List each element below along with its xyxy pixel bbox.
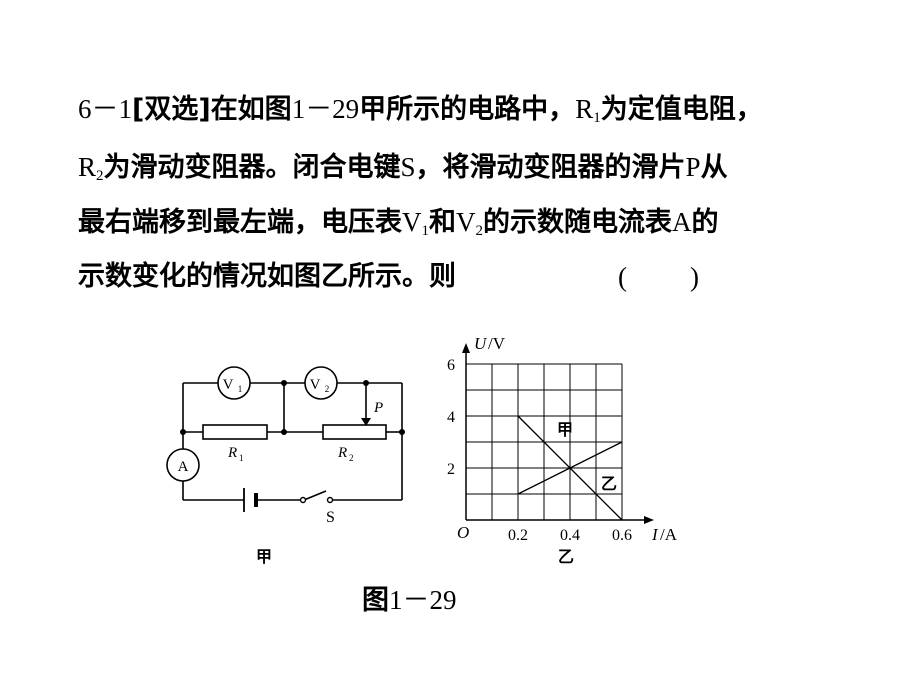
y-axis-var: U xyxy=(474,334,488,353)
question-text: 示数变化的情况如图乙所示。则 xyxy=(78,261,456,292)
switch-contact xyxy=(299,496,307,504)
question-text: 的 xyxy=(691,207,719,238)
v2-subscript: 2 xyxy=(475,223,484,239)
figure-caption: 图1－29 xyxy=(362,583,457,618)
voltmeter-v2 xyxy=(304,366,338,400)
junction-dot xyxy=(180,429,186,435)
ammeter-label: A xyxy=(178,459,189,475)
switch-symbol: S xyxy=(400,152,416,182)
figure-ref: 1－29 xyxy=(291,94,360,124)
question-text: 最右端移到最左端，电压表 xyxy=(78,207,402,238)
question-text: 的示数随电流表 xyxy=(483,207,672,238)
origin-label: O xyxy=(457,523,469,542)
circuit-symbols: V 1 V 2 A P R 1 R 2 S 甲 xyxy=(166,366,405,566)
switch-label: S xyxy=(326,509,335,526)
v2-symbol: V xyxy=(456,207,476,237)
question-text: 从 xyxy=(700,152,728,183)
graph-caption: 乙 xyxy=(558,547,574,566)
question-text: 为定值电阻， xyxy=(600,94,763,125)
switch-blade xyxy=(303,490,327,501)
question-line-3: 最右端移到最左端，电压表V1和V2的示数随电流表A的 xyxy=(78,205,719,240)
slider-arrow-icon xyxy=(361,418,371,426)
ammeter-symbol: A xyxy=(672,207,692,237)
r1-symbol: R xyxy=(575,94,594,124)
answer-paren-open: ( xyxy=(618,262,627,292)
figure-caption-ref: 1－29 xyxy=(389,585,457,615)
question-text: 甲所示的电路中， xyxy=(359,94,576,125)
slider-symbol: P xyxy=(685,152,701,182)
graph: 0.2 0.4 0.6 2 4 6 O U /V I /A 甲 乙 乙 xyxy=(447,334,678,566)
question-number: 6－1 xyxy=(78,94,132,124)
v1-label: V xyxy=(223,377,234,393)
r2-label: R xyxy=(337,445,347,461)
slider-label: P xyxy=(373,400,383,416)
junction-dot xyxy=(281,380,287,386)
graph-tick-labels: 0.2 0.4 0.6 2 4 6 xyxy=(447,357,632,544)
question-text: 为滑动变阻器。闭合电键 xyxy=(103,152,401,183)
series-label-jia: 甲 xyxy=(557,420,573,439)
r1-subscript: 1 xyxy=(593,110,601,126)
x-axis-var: I xyxy=(651,525,659,544)
series-label-yi: 乙 xyxy=(601,474,617,493)
circuit-diagram xyxy=(182,382,403,501)
figure-caption-prefix: 图 xyxy=(362,585,389,616)
question-line-2: R2为滑动变阻器。闭合电键S，将滑动变阻器的滑片P从 xyxy=(78,150,728,185)
resistor-r1 xyxy=(202,424,268,440)
ammeter xyxy=(166,448,200,482)
r1-label-sub: 1 xyxy=(239,453,244,463)
v1-subscript: 1 xyxy=(421,223,430,239)
junction-dot xyxy=(281,429,287,435)
question-text: ，将滑动变阻器的滑片 xyxy=(415,152,686,183)
graph-axes xyxy=(462,343,654,524)
r2-symbol: R xyxy=(78,152,97,182)
question-tag: [双选] xyxy=(132,94,211,125)
question-line-4: 示数变化的情况如图乙所示。则 xyxy=(78,260,456,294)
x-tick-label: 0.2 xyxy=(508,527,528,544)
resistor-r2 xyxy=(322,424,387,440)
v2-label-sub: 2 xyxy=(325,384,330,394)
r2-subscript: 2 xyxy=(96,168,104,184)
graph-series xyxy=(517,415,623,521)
y-tick-label: 4 xyxy=(447,409,455,426)
junction-dot xyxy=(363,380,369,386)
y-axis-arrow-icon xyxy=(462,343,470,353)
question-line-1: 6－1[双选]在如图1－29甲所示的电路中，R1为定值电阻， xyxy=(78,92,763,127)
v1-symbol: V xyxy=(402,207,422,237)
x-tick-label: 0.4 xyxy=(560,527,580,544)
circuit-caption: 甲 xyxy=(256,547,272,566)
junction-dot xyxy=(399,429,405,435)
v1-label-sub: 1 xyxy=(238,384,243,394)
answer-paren-close: ) xyxy=(690,262,699,292)
series-line-yi xyxy=(517,441,623,495)
switch-contact xyxy=(326,496,334,504)
y-axis-unit: /V xyxy=(488,334,506,353)
v2-label: V xyxy=(310,377,321,393)
question-text: 和 xyxy=(429,207,456,238)
r2-label-sub: 2 xyxy=(349,453,354,463)
r1-label: R xyxy=(227,445,237,461)
question-text: 在如图 xyxy=(210,94,292,125)
x-axis-arrow-icon xyxy=(644,516,654,524)
y-tick-label: 2 xyxy=(447,461,455,478)
x-tick-label: 0.6 xyxy=(612,527,632,544)
voltmeter-v1 xyxy=(217,366,251,400)
y-tick-label: 6 xyxy=(447,357,455,374)
x-axis-unit: /A xyxy=(660,525,678,544)
